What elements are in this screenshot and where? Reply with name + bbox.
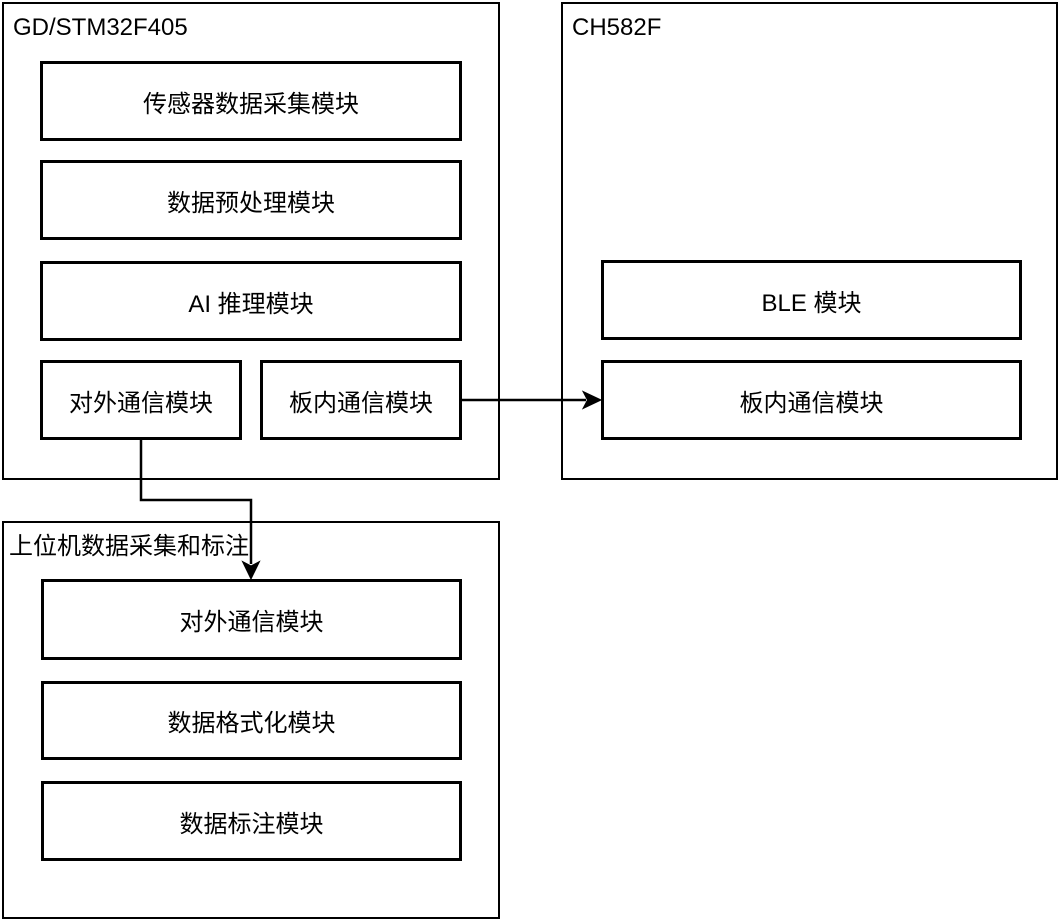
block-label: 板内通信模块 bbox=[739, 389, 884, 417]
block-label: 传感器数据采集模块 bbox=[143, 90, 359, 118]
block-external-comm-host: 对外通信模块 bbox=[41, 579, 462, 660]
container-ch582f: CH582F BLE 模块 板内通信模块 bbox=[561, 2, 1058, 480]
container-title-host: 上位机数据采集和标注 bbox=[9, 533, 249, 560]
block-label: 板内通信模块 bbox=[289, 389, 433, 417]
container-host-data-collect-annotate: 上位机数据采集和标注 对外通信模块 数据格式化模块 数据标注模块 bbox=[2, 521, 500, 919]
block-board-comm-mcu: 板内通信模块 bbox=[260, 360, 462, 440]
block-label: 数据预处理模块 bbox=[167, 189, 335, 217]
block-label: 数据格式化模块 bbox=[167, 710, 336, 737]
block-data-formatting: 数据格式化模块 bbox=[41, 681, 462, 760]
block-board-comm-ch582f: 板内通信模块 bbox=[601, 360, 1022, 440]
container-title-ch582f: CH582F bbox=[572, 14, 662, 41]
block-label: 数据标注模块 bbox=[179, 810, 324, 838]
block-data-annotation: 数据标注模块 bbox=[41, 781, 462, 861]
block-external-comm-mcu: 对外通信模块 bbox=[40, 360, 242, 440]
block-label: 对外通信模块 bbox=[69, 389, 213, 417]
block-ai-inference: AI 推理模块 bbox=[40, 261, 462, 341]
block-sensor-data-acquisition: 传感器数据采集模块 bbox=[40, 61, 462, 141]
block-label: BLE 模块 bbox=[761, 289, 862, 317]
block-label: AI 推理模块 bbox=[188, 290, 314, 318]
block-ble: BLE 模块 bbox=[601, 260, 1022, 340]
block-label: 对外通信模块 bbox=[179, 609, 324, 636]
container-title-gd-stm32f405: GD/STM32F405 bbox=[13, 14, 188, 41]
container-gd-stm32f405: GD/STM32F405 传感器数据采集模块 数据预处理模块 AI 推理模块 对… bbox=[2, 2, 500, 480]
block-data-preprocessing: 数据预处理模块 bbox=[40, 160, 462, 240]
